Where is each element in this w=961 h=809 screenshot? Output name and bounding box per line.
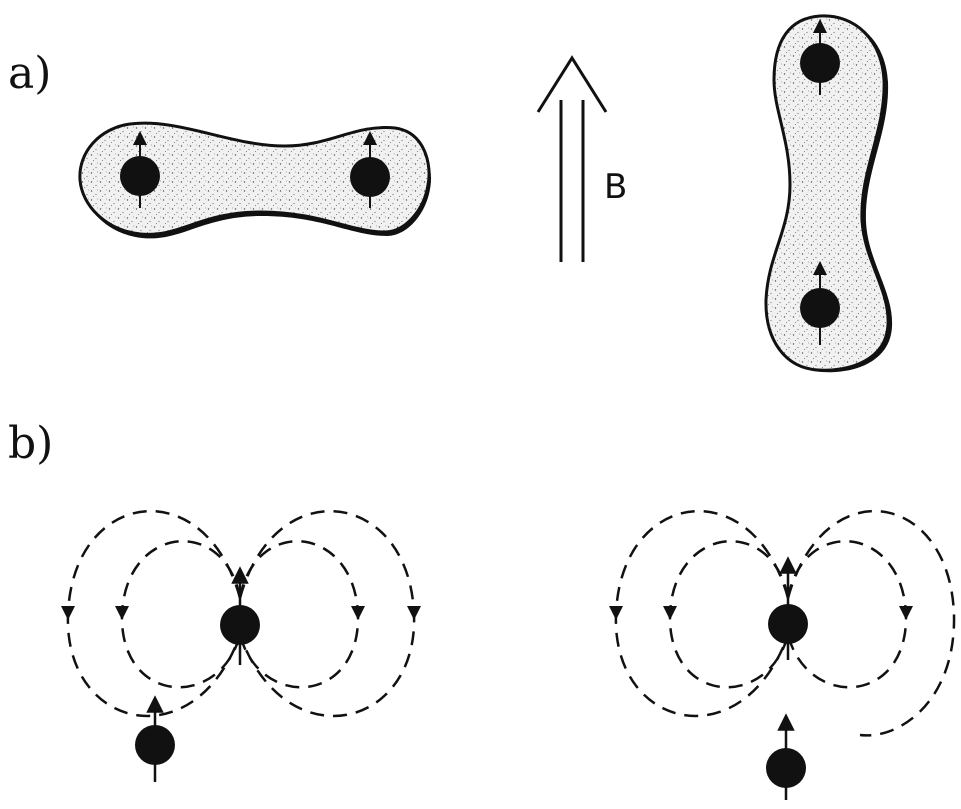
- panel-label-b: b): [8, 418, 53, 469]
- field-line-inner-left: [122, 541, 240, 687]
- electron-right: [350, 157, 390, 197]
- field-arrow-icon: [115, 606, 129, 620]
- electron-lower-left: [135, 725, 175, 765]
- field-line-outer-right: [240, 511, 414, 716]
- field-line-outer-left: [616, 511, 788, 716]
- field-line-inner-left: [670, 541, 788, 687]
- field-arrow-icon: [61, 606, 75, 620]
- field-arrows-right: [609, 606, 913, 620]
- field-label-b: B: [604, 167, 627, 207]
- field-line-outer-left: [68, 511, 240, 716]
- field-line-inner-right: [788, 541, 906, 687]
- electron-center-right: [768, 604, 808, 644]
- field-arrow-icon: [663, 606, 677, 620]
- horizontal-electron-pair: [80, 123, 431, 238]
- electron-left: [120, 156, 160, 196]
- field-arrow-icon: [407, 606, 421, 620]
- field-line-inner-right: [240, 541, 358, 687]
- electron-bottom: [800, 288, 840, 328]
- panel-label-a: a): [8, 48, 51, 99]
- field-arrow-icon: [899, 606, 913, 620]
- electron-center-left: [220, 605, 260, 645]
- field-arrow-icon: [351, 606, 365, 620]
- field-arrow-icon: [609, 606, 623, 620]
- vertical-electron-pair: [766, 16, 892, 372]
- electron-lower-right: [766, 748, 806, 788]
- magnetic-field-arrow: [538, 58, 606, 262]
- electron-top: [800, 43, 840, 83]
- field-line-outer-right: [788, 511, 954, 735]
